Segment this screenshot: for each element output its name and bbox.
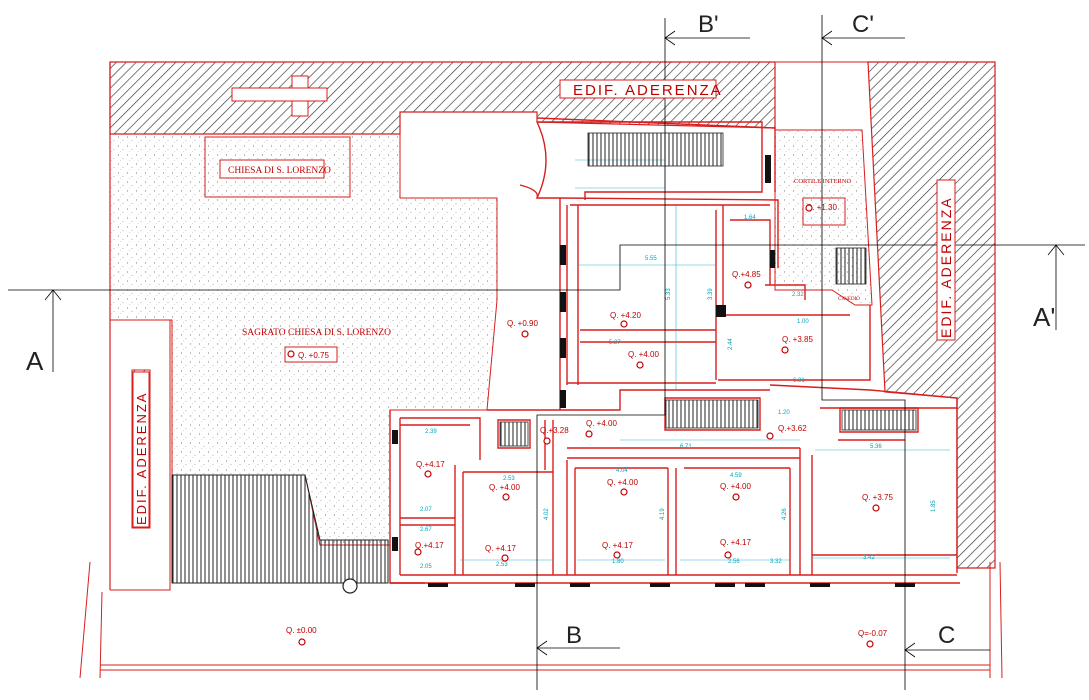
level-417c: Q. +4.17 [485,544,516,553]
church-label: CHIESA DI S. LORENZO [228,166,331,176]
level-375: Q. +3.75 [862,493,893,502]
level-400c: Q. +4.00 [489,483,520,492]
level-417d: Q. +4.17 [602,541,633,550]
stairs [499,132,917,447]
column-circle [342,578,358,594]
level-130: Q. +1.30 [806,203,837,212]
stair-left [499,421,529,447]
level-362: Q.+3.62 [778,424,807,433]
section-label-c-bottom: C [938,622,955,649]
dimension-label: 1.64 [744,215,756,221]
dimension-label: 2.05 [420,564,432,570]
dimension-label: 2.07 [420,507,432,513]
section-line-c [821,15,906,690]
church-outline [204,136,351,198]
section-label-a-left: A [26,346,44,376]
dimension-label: 2.44 [728,338,734,350]
level-420: Q. +4.20 [610,311,641,320]
stair-top [587,132,724,167]
cavedio-label: CAVEDIO [838,297,860,302]
edif-left-label: EDIF. ADERENZA [134,392,149,525]
dimension-label: 6.31 [793,378,805,384]
level-007: Q=-0.07 [858,629,888,638]
section-label-c-top: C' [852,11,874,38]
dimension-label: 2.53 [503,476,515,482]
level-417b: Q.+4.17 [415,541,444,550]
section-label-b-top: B' [698,11,719,38]
dimension-label: 4.04 [616,468,628,474]
dimension-label: 4.26 [782,508,788,520]
dimension-label: 6.71 [680,444,692,450]
level-box-cortile [802,197,846,226]
level-090: Q. +0.90 [507,319,538,328]
level-400e: Q. +4.00 [720,482,751,491]
stair-right [841,409,917,431]
dimension-label: 5.27 [609,340,621,346]
section-lines [8,15,1085,690]
dimension-label: 2.32 [792,292,804,298]
edif-top-label: EDIF. ADERENZA [573,82,723,99]
dimension-label: 1.20 [778,410,790,416]
courtyard-stair [835,247,867,285]
edif-top-label-box [559,79,717,99]
dimension-label: 3.32 [770,559,782,565]
dimension-labels: 5.55 1.64 5.33 3.39 2.32 1.00 5.27 2.44 … [420,215,937,570]
courtyard [774,129,873,306]
dimension-label: 5.33 [666,288,672,300]
edif-right-label: EDIF. ADERENZA [938,196,954,338]
level-000: Q. ±0.00 [286,626,317,635]
level-328: Q.+3.28 [540,426,569,435]
section-label-a-right: A' [1033,302,1055,332]
striped-area [171,474,389,594]
dimension-label: 3.39 [708,288,714,300]
interior-cyan-lines [460,159,950,561]
section-line-a [8,244,1085,291]
section-label-b-bottom: B [566,622,582,649]
dimension-label: 1.80 [612,559,624,565]
level-400b: Q. +4.00 [586,419,617,428]
level-385: Q. +3.85 [782,335,813,344]
level-point-markers [287,204,880,648]
level-400d: Q. +4.00 [607,478,638,487]
dimension-label: 2.39 [425,429,437,435]
dimension-label: 3.42 [863,555,875,561]
dimension-label: 1.85 [931,500,937,512]
stair-center [665,399,759,429]
dimension-label: 4.02 [544,508,550,520]
church-label-box [219,159,325,179]
dimension-label: 2.67 [420,527,432,533]
level-markers [284,197,846,363]
churchyard-label: SAGRATO CHIESA DI S. LORENZO [242,328,391,338]
street [79,561,1003,679]
building-walls [389,117,960,584]
courtyard-label: CORTILE INTERNO [794,178,852,185]
level-485: Q.+4.85 [732,270,761,279]
dimension-label: 2.53 [496,562,508,568]
dimension-label: 5.55 [645,256,657,262]
dimension-label: 4.19 [660,508,666,520]
churchyard [109,133,498,546]
edif-right-label-box [936,179,956,341]
level-400a: Q. +4.00 [628,350,659,359]
level-box-sagrato [284,346,338,363]
dimension-label: 1.00 [797,319,809,325]
dimension-label: 2.56 [728,559,740,565]
section-line-b [536,18,666,690]
dimension-label: 4.59 [730,473,742,479]
edif-left-label-box [132,371,150,528]
level-sagrato: Q. +0.75 [298,351,329,360]
dimension-label: 5.36 [870,444,882,450]
level-417e: Q. +4.17 [720,538,751,547]
church-cross-symbol [231,75,328,117]
level-417a: Q.+4.17 [416,460,445,469]
